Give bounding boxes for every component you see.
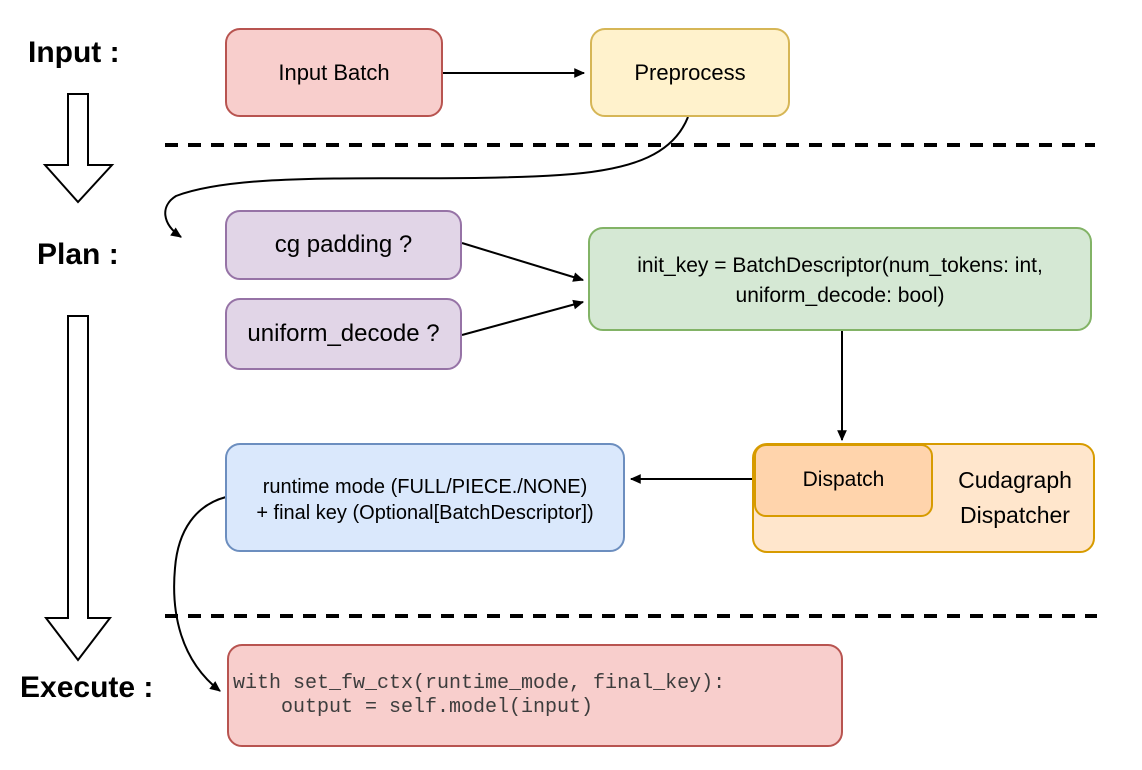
node-init-key-line1: init_key = BatchDescriptor(num_tokens: i… <box>637 254 1043 277</box>
node-cudagraph-dispatcher-label: Cudagraph Dispatcher <box>935 445 1095 551</box>
node-init-key-line2: uniform_decode: bool) <box>735 284 945 307</box>
node-cudagraph-line1: Cudagraph <box>958 467 1072 493</box>
execute-code-line2: output = self.model(input) <box>233 695 594 719</box>
node-runtime-mode-line1: runtime mode (FULL/PIECE./NONE) <box>262 475 588 498</box>
node-input-batch-label: Input Batch <box>278 59 390 85</box>
connector-runtimemode-to-executecode <box>173 496 227 692</box>
node-dispatch-label: Dispatch <box>802 468 885 492</box>
node-cudagraph-line2: Dispatcher <box>960 502 1070 528</box>
plan-stage-arrow-icon <box>43 315 113 662</box>
input-stage-arrow-icon <box>42 93 115 204</box>
node-execute-code: with set_fw_ctx(runtime_mode, final_key)… <box>227 644 843 747</box>
node-cg-padding-label: cg padding ? <box>274 231 413 258</box>
execute-code-line1: with set_fw_ctx(runtime_mode, final_key)… <box>233 671 726 695</box>
node-cg-padding: cg padding ? <box>225 210 462 280</box>
stage-label-plan: Plan : <box>37 238 119 271</box>
node-dispatch: Dispatch <box>754 444 933 517</box>
node-runtime-mode: runtime mode (FULL/PIECE./NONE) + final … <box>225 443 625 552</box>
node-input-batch: Input Batch <box>225 28 443 117</box>
node-preprocess-label: Preprocess <box>634 59 746 85</box>
node-uniform-decode-label: uniform_decode ? <box>247 320 440 347</box>
node-preprocess: Preprocess <box>590 28 790 117</box>
connector-uniformdecode-to-initkey <box>461 299 585 336</box>
stage-label-execute: Execute : <box>20 671 154 704</box>
node-init-key: init_key = BatchDescriptor(num_tokens: i… <box>588 227 1092 331</box>
node-uniform-decode: uniform_decode ? <box>225 298 462 370</box>
node-runtime-mode-line2: + final key (Optional[BatchDescriptor]) <box>256 501 594 524</box>
connector-cgpadding-to-initkey <box>461 242 585 282</box>
stage-label-input: Input : <box>28 36 120 69</box>
